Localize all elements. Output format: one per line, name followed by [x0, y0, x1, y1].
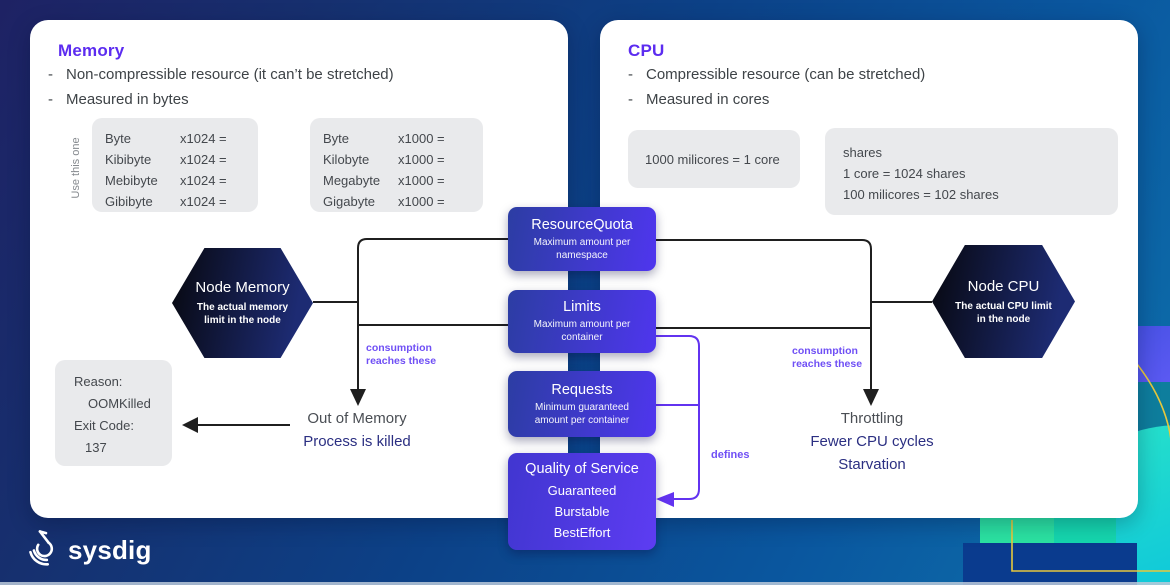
unit-factor: x1000 =: [398, 152, 445, 167]
cpu-bullet-2: -Measured in cores: [628, 87, 1108, 112]
bullet-dash: -: [628, 91, 633, 108]
fewer-cycles-text: Fewer CPU cycles: [810, 433, 934, 450]
unit-name: Megabyte: [323, 173, 381, 188]
reason-line3: Exit Code:: [74, 418, 134, 433]
table-row: Byte x1000 =: [323, 128, 483, 149]
unit-factor: x1000 =: [398, 173, 445, 188]
node-memory-title: Node Memory: [195, 279, 290, 296]
bullet-dash: -: [48, 91, 53, 108]
sysdig-wordmark: sysdig: [68, 535, 152, 565]
shares-note-line2: 1 core = 1024 shares: [843, 166, 966, 181]
reason-line1: Reason:: [74, 374, 123, 389]
oomkilled-reason-box: Reason: OOMKilled Exit Code: 137: [55, 360, 172, 466]
cpu-outcome: Throttling Fewer CPU cycles Starvation: [792, 407, 952, 476]
memory-bullet-2: -Measured in bytes: [48, 87, 528, 112]
node-memory-hexagon: Node Memory The actual memory limit in t…: [172, 248, 313, 358]
memory-bullets: -Non-compressible resource (it can’t be …: [48, 62, 528, 112]
table-row: Gigabyte x1000 =: [323, 191, 483, 212]
qos-besteffort: BestEffort: [553, 524, 611, 540]
resourcequota-title: ResourceQuota: [531, 216, 633, 233]
millicores-note-box: 1000 milicores = 1 core: [628, 130, 800, 188]
resourcequota-box: ResourceQuota Maximum amount per namespa…: [508, 207, 656, 271]
memory-outcome: Out of Memory Process is killed: [277, 407, 437, 453]
reason-line2: OOMKilled: [88, 396, 151, 411]
unit-factor: x1024 =: [180, 173, 227, 188]
requests-subtitle: Minimum guaranteed amount per container: [534, 401, 630, 426]
table-row: Kilobyte x1000 =: [323, 149, 483, 170]
decor-darkblue-rect: [963, 543, 1137, 585]
reason-line4: 137: [85, 440, 107, 455]
throttling-text: Throttling: [840, 410, 904, 427]
unit-factor: x1024 =: [180, 131, 227, 146]
cpu-bullet-1: -Compressible resource (can be stretched…: [628, 62, 1108, 87]
cpu-bullets: -Compressible resource (can be stretched…: [628, 62, 1108, 112]
table-row: Byte x1024 =: [105, 128, 258, 149]
shares-note-line1: shares: [843, 145, 883, 160]
decor-teal-rect: [1054, 518, 1116, 543]
unit-factor: x1000 =: [398, 131, 445, 146]
bullet-dash: -: [628, 66, 633, 83]
millicores-note-text: 1000 milicores = 1 core: [645, 151, 780, 167]
bottom-edge-strip: [0, 582, 1170, 585]
table-row: Megabyte x1000 =: [323, 170, 483, 191]
sysdig-logo: sysdig: [27, 527, 152, 567]
starvation-text: Starvation: [838, 456, 906, 473]
table-row: Mebibyte x1024 =: [105, 170, 258, 191]
unit-factor: x1000 =: [398, 194, 445, 209]
memory-title: Memory: [58, 41, 125, 60]
limits-title: Limits: [563, 299, 601, 315]
cpu-bullet-2-text: Measured in cores: [646, 91, 770, 108]
table-row: Kibibyte x1024 =: [105, 149, 258, 170]
shares-note-line3: 100 milicores = 102 shares: [843, 187, 999, 202]
requests-box: Requests Minimum guaranteed amount per c…: [508, 371, 656, 437]
unit-factor: x1024 =: [180, 194, 227, 209]
memory-bullet-1-text: Non-compressible resource (it can’t be s…: [66, 66, 394, 83]
quality-of-service-box: Quality of Service Guaranteed Burstable …: [508, 453, 656, 550]
requests-title: Requests: [551, 381, 613, 398]
bullet-dash: -: [48, 66, 53, 83]
unit-name: Mebibyte: [105, 173, 158, 188]
cpu-bullet-1-text: Compressible resource (can be stretched): [646, 66, 926, 83]
node-cpu-hexagon: Node CPU The actual CPU limit in the nod…: [932, 245, 1075, 358]
qos-guaranteed: Guaranteed: [547, 482, 617, 498]
node-cpu-subtitle: The actual CPU limit in the node: [955, 300, 1052, 325]
unit-name: Byte: [105, 131, 132, 146]
use-this-one-note: Use this one: [70, 137, 82, 199]
sysdig-logo-icon: [29, 530, 54, 566]
limits-subtitle: Maximum amount per container: [533, 319, 631, 343]
unit-factor: x1024 =: [180, 152, 227, 167]
cpu-consumption-label: consumption reaches these: [792, 345, 863, 370]
out-of-memory-text: Out of Memory: [307, 410, 407, 427]
memory-consumption-label: consumption reaches these: [366, 342, 437, 367]
table-row: Gibibyte x1024 =: [105, 191, 258, 212]
defines-label: defines: [711, 449, 750, 461]
unit-name: Gibibyte: [105, 194, 153, 209]
unit-name: Kilobyte: [323, 152, 370, 167]
node-cpu-title: Node CPU: [967, 277, 1040, 295]
memory-bullet-2-text: Measured in bytes: [66, 91, 189, 108]
limits-box: Limits Maximum amount per container: [508, 290, 656, 353]
binary-units-table: Byte x1024 = Kibibyte x1024 = Mebibyte x102…: [92, 118, 258, 212]
unit-name: Kibibyte: [105, 152, 152, 167]
qos-title: Quality of Service: [525, 460, 639, 477]
unit-name: Gigabyte: [323, 194, 376, 209]
shares-note-box: shares 1 core = 1024 shares 100 milicore…: [825, 128, 1118, 215]
process-killed-text: Process is killed: [303, 433, 411, 450]
cpu-title: CPU: [628, 41, 665, 60]
unit-name: Byte: [323, 131, 350, 146]
qos-burstable: Burstable: [554, 503, 610, 519]
decimal-units-table: Byte x1000 = Kilobyte x1000 = Megabyte x100…: [310, 118, 483, 212]
resourcequota-subtitle: Maximum amount per namespace: [533, 236, 631, 261]
decor-green-rect: [980, 518, 1054, 543]
memory-bullet-1: -Non-compressible resource (it can’t be …: [48, 62, 528, 87]
node-memory-subtitle: The actual memory limit in the node: [196, 302, 289, 326]
